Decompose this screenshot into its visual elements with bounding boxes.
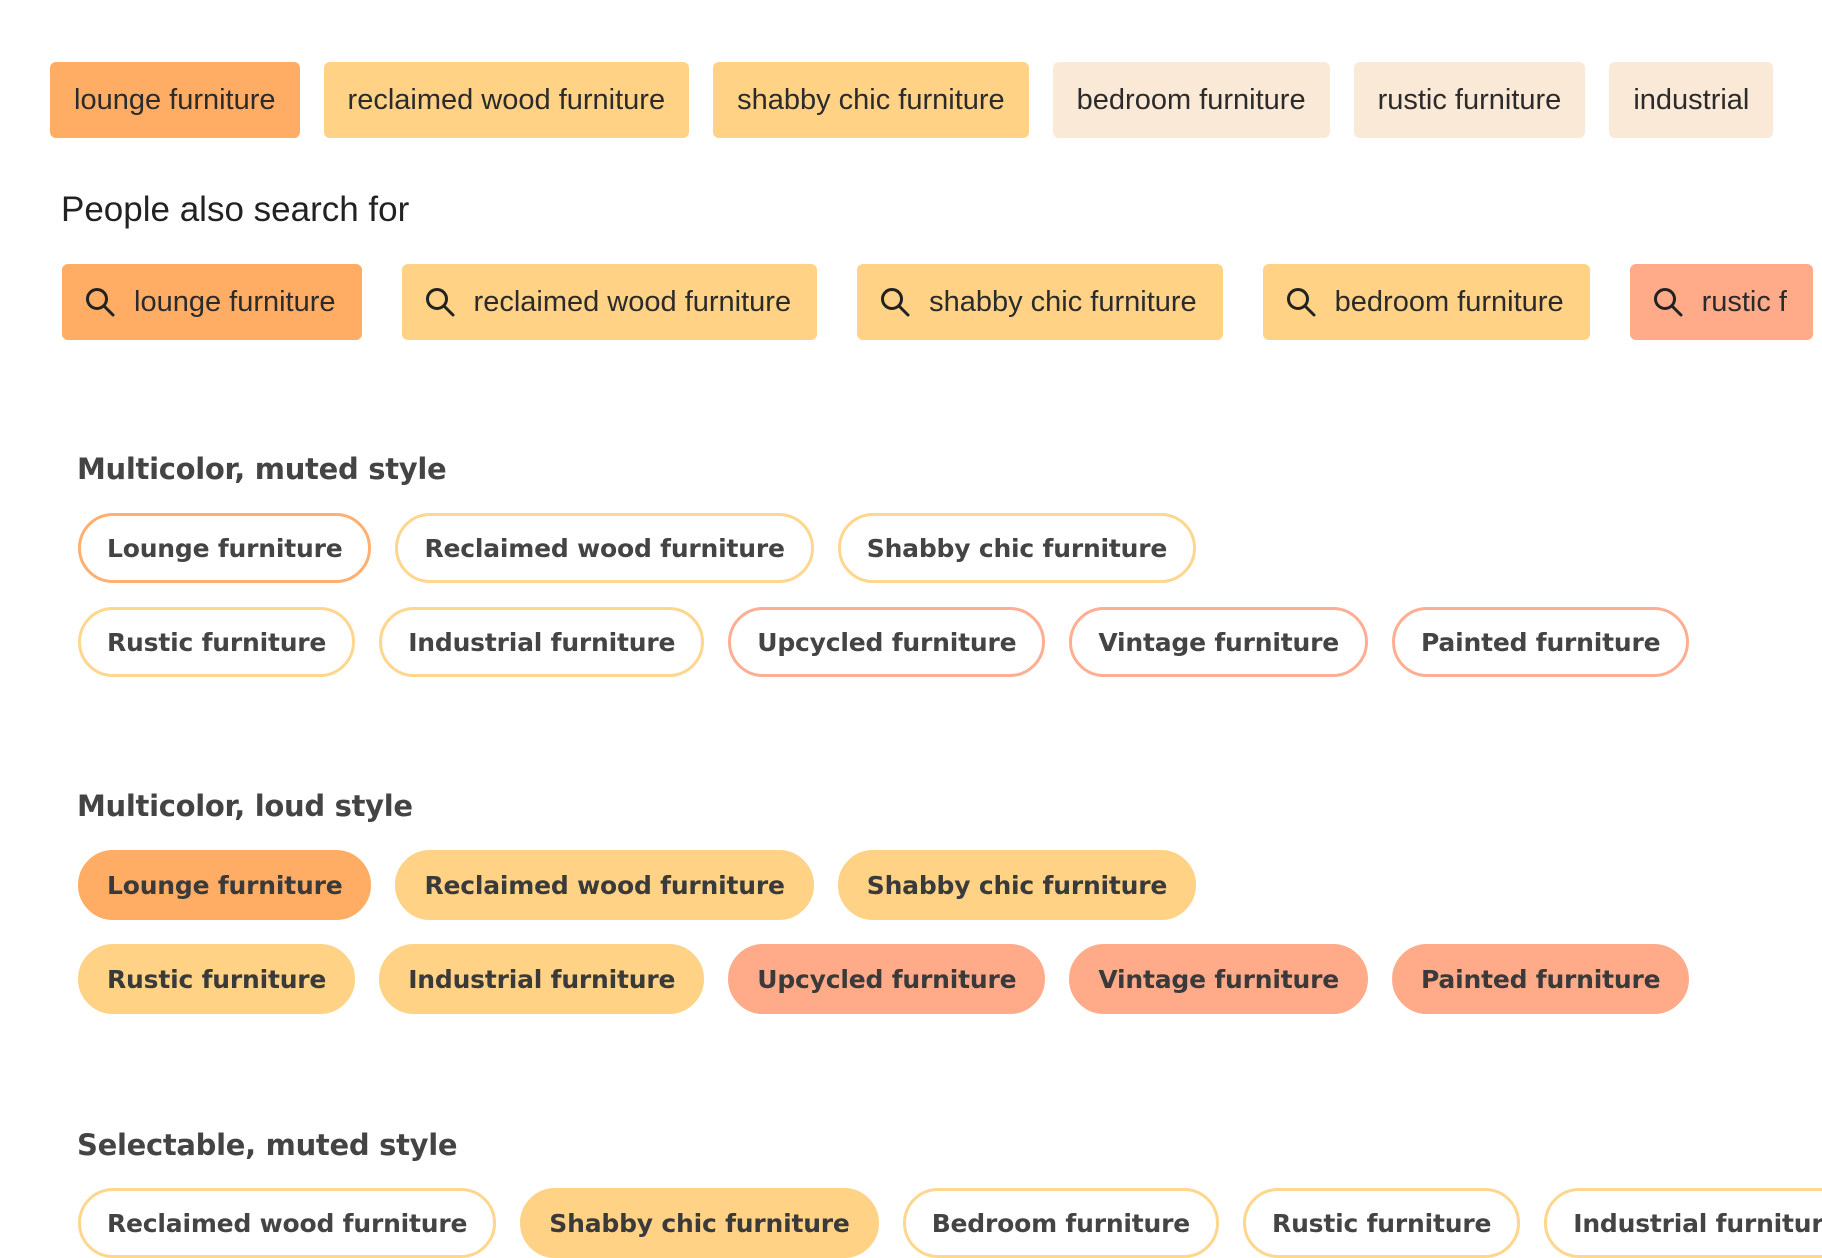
pill-label: Vintage furniture xyxy=(1098,627,1339,657)
pill-painted-furniture[interactable]: Painted furniture xyxy=(1391,607,1690,677)
selectable-chip-row: Reclaimed wood furniture Shabby chic furn… xyxy=(78,1188,1822,1258)
people-also-search-heading: People also search for xyxy=(61,190,410,229)
pill-label: Shabby chic furniture xyxy=(866,870,1168,900)
pill-shabby-chic-furniture[interactable]: Shabby chic furniture xyxy=(837,850,1197,920)
chip-label: reclaimed wood furniture xyxy=(347,83,666,116)
search-icon xyxy=(879,286,929,318)
chip-label: lounge furniture xyxy=(134,285,336,318)
loud-chip-row-1: Lounge furniture Reclaimed wood furniture… xyxy=(78,850,1822,920)
pill-industrial-furniture[interactable]: Industrial furniture xyxy=(379,607,705,677)
top-chip-reclaimed-wood-furniture[interactable]: reclaimed wood furniture xyxy=(323,62,690,138)
pill-label: Industrial furniture xyxy=(408,964,676,994)
chip-label: lounge furniture xyxy=(74,83,276,116)
pill-rustic-furniture[interactable]: Rustic furniture xyxy=(78,944,356,1014)
chip-label: bedroom furniture xyxy=(1334,285,1564,318)
pill-label: Lounge furniture xyxy=(107,870,343,900)
top-chip-rustic-furniture[interactable]: rustic furniture xyxy=(1353,62,1586,138)
pill-rustic-furniture[interactable]: Rustic furniture xyxy=(1243,1188,1521,1258)
pill-label: Reclaimed wood furniture xyxy=(424,533,785,563)
pill-bedroom-furniture[interactable]: Bedroom furniture xyxy=(902,1188,1220,1258)
pill-label: Reclaimed wood furniture xyxy=(424,870,785,900)
chip-label: rustic furniture xyxy=(1377,83,1562,116)
search-chip-shabby-chic-furniture[interactable]: shabby chic furniture xyxy=(857,264,1223,340)
top-chip-bedroom-furniture[interactable]: bedroom furniture xyxy=(1052,62,1330,138)
search-chip-rustic-f[interactable]: rustic f xyxy=(1629,264,1813,340)
search-chip-reclaimed-wood-furniture[interactable]: reclaimed wood furniture xyxy=(401,264,818,340)
pill-label: Bedroom furniture xyxy=(931,1208,1191,1238)
pill-label: Industrial furniture xyxy=(408,627,676,657)
pill-label: Painted furniture xyxy=(1420,964,1661,994)
pill-shabby-chic-furniture[interactable]: Shabby chic furniture xyxy=(837,513,1197,583)
pill-industrial-furniture[interactable]: Industrial furniture xyxy=(1544,1188,1822,1258)
pill-lounge-furniture[interactable]: Lounge furniture xyxy=(78,513,372,583)
chip-label: shabby chic furniture xyxy=(929,285,1197,318)
search-chip-lounge-furniture[interactable]: lounge furniture xyxy=(62,264,362,340)
pill-painted-furniture[interactable]: Painted furniture xyxy=(1391,944,1690,1014)
pill-label: Upcycled furniture xyxy=(757,627,1017,657)
pill-label: Rustic furniture xyxy=(1272,1208,1492,1238)
pill-vintage-furniture[interactable]: Vintage furniture xyxy=(1069,607,1368,677)
pill-label: Upcycled furniture xyxy=(757,964,1017,994)
pill-shabby-chic-furniture[interactable]: Shabby chic furniture xyxy=(520,1188,879,1258)
pill-reclaimed-wood-furniture[interactable]: Reclaimed wood furniture xyxy=(395,850,814,920)
pill-label: Rustic furniture xyxy=(107,964,327,994)
top-chip-industrial[interactable]: industrial xyxy=(1609,62,1774,138)
search-icon xyxy=(424,286,474,318)
muted-chip-row-1: Lounge furniture Reclaimed wood furniture… xyxy=(78,513,1822,583)
pill-label: Lounge furniture xyxy=(107,533,343,563)
pill-industrial-furniture[interactable]: Industrial furniture xyxy=(379,944,705,1014)
top-chip-row: lounge furniture reclaimed wood furniture… xyxy=(50,62,1822,138)
search-icon xyxy=(1652,286,1702,318)
search-icon xyxy=(1285,286,1335,318)
pill-label: Vintage furniture xyxy=(1098,964,1339,994)
pill-label: Shabby chic furniture xyxy=(866,533,1168,563)
pill-label: Industrial furniture xyxy=(1573,1208,1822,1238)
pill-reclaimed-wood-furniture[interactable]: Reclaimed wood furniture xyxy=(78,1188,497,1258)
section-title-muted: Multicolor, muted style xyxy=(77,452,447,486)
pill-upcycled-furniture[interactable]: Upcycled furniture xyxy=(728,607,1046,677)
chip-label: rustic f xyxy=(1701,285,1787,318)
chip-label: reclaimed wood furniture xyxy=(473,285,792,318)
pill-label: Shabby chic furniture xyxy=(549,1208,850,1238)
search-chip-bedroom-furniture[interactable]: bedroom furniture xyxy=(1262,264,1590,340)
muted-chip-row-2: Rustic furniture Industrial furniture Upcy… xyxy=(78,607,1822,677)
pill-reclaimed-wood-furniture[interactable]: Reclaimed wood furniture xyxy=(395,513,814,583)
top-chip-lounge-furniture[interactable]: lounge furniture xyxy=(50,62,300,138)
section-title-loud: Multicolor, loud style xyxy=(77,789,413,823)
loud-chip-row-2: Rustic furniture Industrial furniture Upcy… xyxy=(78,944,1822,1014)
pill-vintage-furniture[interactable]: Vintage furniture xyxy=(1069,944,1368,1014)
chip-label: shabby chic furniture xyxy=(737,83,1005,116)
pill-rustic-furniture[interactable]: Rustic furniture xyxy=(78,607,356,677)
pill-upcycled-furniture[interactable]: Upcycled furniture xyxy=(728,944,1046,1014)
section-title-selectable: Selectable, muted style xyxy=(77,1128,458,1162)
pill-label: Reclaimed wood furniture xyxy=(107,1208,468,1238)
pill-lounge-furniture[interactable]: Lounge furniture xyxy=(78,850,372,920)
search-icon xyxy=(84,286,134,318)
people-also-search-row: lounge furniture reclaimed wood furniture… xyxy=(62,264,1822,340)
pill-label: Painted furniture xyxy=(1420,627,1661,657)
chip-label: bedroom furniture xyxy=(1076,83,1306,116)
chip-label: industrial xyxy=(1633,83,1750,116)
top-chip-shabby-chic-furniture[interactable]: shabby chic furniture xyxy=(713,62,1029,138)
pill-label: Rustic furniture xyxy=(107,627,327,657)
